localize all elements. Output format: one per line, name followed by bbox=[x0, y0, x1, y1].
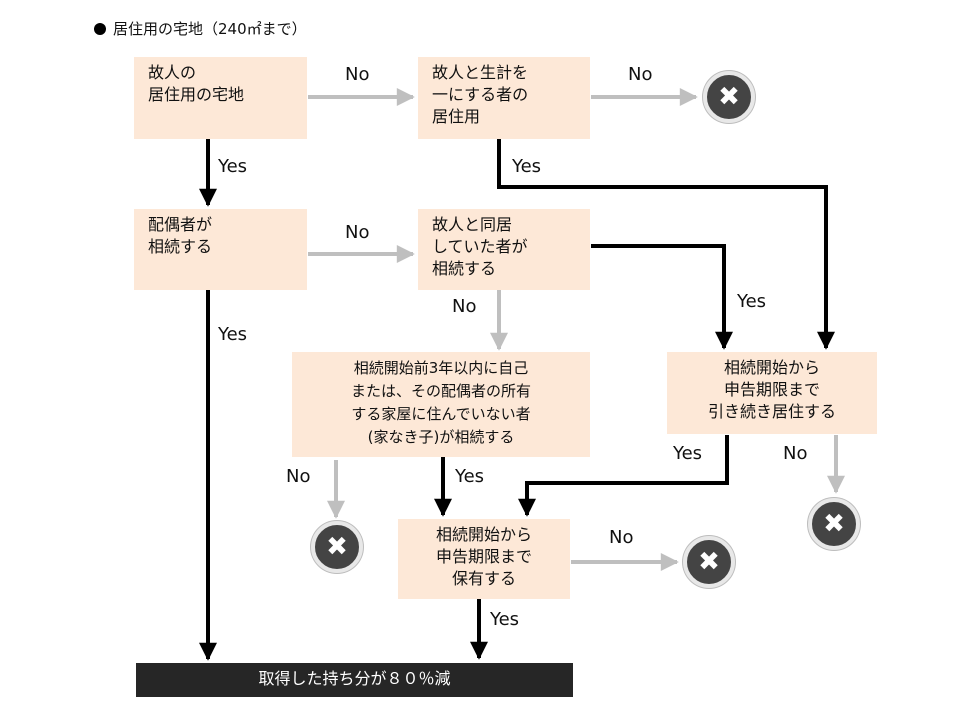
label-yes-household: Yes bbox=[512, 156, 542, 177]
label-no-spouse: No bbox=[345, 222, 370, 243]
box-cohabitant-inherits: 故人と同居 していた者が 相続する bbox=[418, 209, 590, 290]
label-yes-spouse: Yes bbox=[218, 324, 248, 345]
label-no-nohome: No bbox=[286, 466, 311, 487]
not-applicable-icon: ✖ bbox=[311, 521, 363, 573]
arrow-household-yes bbox=[497, 139, 835, 350]
not-applicable-icon: ✖ bbox=[683, 536, 735, 588]
label-no-continue: No bbox=[783, 443, 808, 464]
box-no-home-child: 相続開始前3年以内に自己 または、その配偶者の所有 する家屋に住んでいない者 (… bbox=[292, 352, 590, 457]
label-no-residence: No bbox=[345, 64, 370, 85]
box-deceased-residence: 故人の 居住用の宅地 bbox=[134, 57, 307, 139]
arrow-continue-yes bbox=[518, 435, 729, 517]
label-no-cohabitant: No bbox=[452, 296, 477, 317]
box-hold-until-filing: 相続開始から 申告期限まで 保有する bbox=[398, 519, 570, 599]
bullet-dot-icon bbox=[94, 23, 106, 35]
label-no-household: No bbox=[628, 64, 653, 85]
not-applicable-icon: ✖ bbox=[703, 71, 755, 123]
result-bar: 取得した持ち分が８０％減 bbox=[136, 663, 573, 697]
box-continue-residing: 相続開始から 申告期限まで 引き続き居住する bbox=[667, 352, 877, 434]
label-yes-nohome: Yes bbox=[455, 466, 485, 487]
not-applicable-icon: ✖ bbox=[808, 498, 860, 550]
label-yes-continue: Yes bbox=[673, 443, 703, 464]
diagram-title-text: 居住用の宅地（240㎡まで） bbox=[113, 20, 307, 38]
label-no-hold: No bbox=[609, 527, 634, 548]
diagram-title: 居住用の宅地（240㎡まで） bbox=[94, 18, 307, 39]
box-spouse-inherits: 配偶者が 相続する bbox=[134, 209, 307, 290]
box-same-household: 故人と生計を 一にする者の 居住用 bbox=[418, 57, 590, 139]
arrow-cohabitant-yes bbox=[591, 244, 733, 350]
label-yes-cohabitant: Yes bbox=[737, 291, 767, 312]
label-yes-residence: Yes bbox=[218, 156, 248, 177]
label-yes-hold: Yes bbox=[490, 609, 520, 630]
